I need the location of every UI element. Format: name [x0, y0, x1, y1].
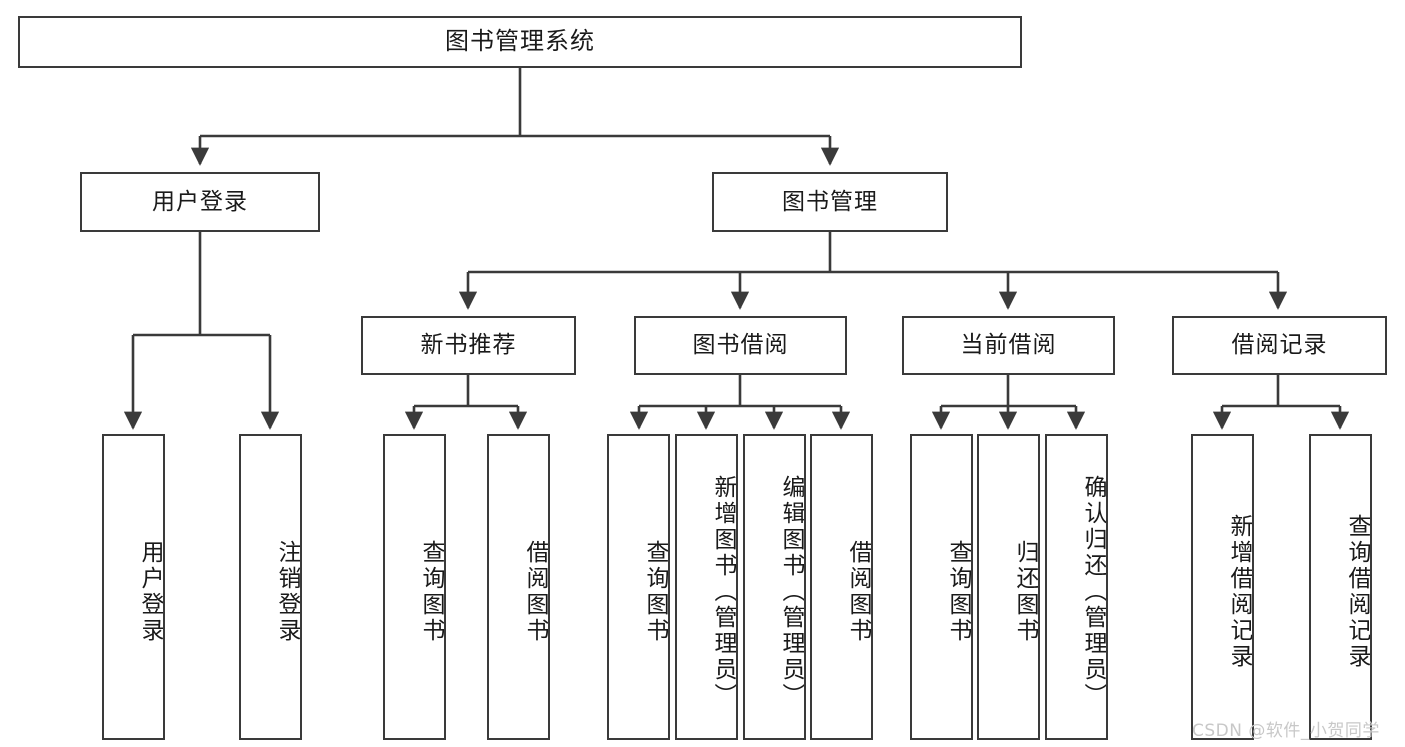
node-label: 用户登录 — [137, 540, 163, 644]
node-label: 归还图书 — [1012, 540, 1038, 644]
leaf-borrow-add-book-admin[interactable]: 新增图书（管理员） — [675, 434, 738, 740]
leaf-borrow-borrow-book[interactable]: 借阅图书 — [810, 434, 873, 740]
node-label: 借阅图书 — [522, 540, 548, 644]
node-label: 当前借阅 — [960, 332, 1057, 359]
node-label: 查询图书 — [642, 540, 668, 644]
leaf-recommend-borrow-book[interactable]: 借阅图书 — [487, 434, 550, 740]
node-label: 查询借阅记录 — [1344, 514, 1370, 670]
node-label: 图书管理系统 — [445, 27, 595, 56]
node-current-borrow[interactable]: 当前借阅 — [902, 316, 1115, 375]
leaf-current-query-book[interactable]: 查询图书 — [910, 434, 973, 740]
node-label: 查询图书 — [945, 540, 971, 644]
leaf-record-query-record[interactable]: 查询借阅记录 — [1309, 434, 1372, 740]
node-label: 新书推荐 — [420, 332, 517, 359]
node-label: 借阅记录 — [1231, 332, 1328, 359]
node-root-book-management-system[interactable]: 图书管理系统 — [18, 16, 1022, 68]
leaf-record-add-record[interactable]: 新增借阅记录 — [1191, 434, 1254, 740]
node-borrow-record[interactable]: 借阅记录 — [1172, 316, 1387, 375]
leaf-user-login-login[interactable]: 用户登录 — [102, 434, 165, 740]
node-book-management[interactable]: 图书管理 — [712, 172, 948, 232]
node-label: 图书借阅 — [692, 332, 789, 359]
leaf-current-confirm-return-admin[interactable]: 确认归还（管理员） — [1045, 434, 1108, 740]
csdn-watermark: CSDN @软件_小贺同学 — [1192, 721, 1380, 741]
node-user-login[interactable]: 用户登录 — [80, 172, 320, 232]
leaf-borrow-query-book[interactable]: 查询图书 — [607, 434, 670, 740]
leaf-user-login-logout[interactable]: 注销登录 — [239, 434, 302, 740]
leaf-borrow-edit-book-admin[interactable]: 编辑图书（管理员） — [743, 434, 806, 740]
node-label: 新增图书（管理员） — [710, 475, 736, 709]
node-label: 编辑图书（管理员） — [778, 475, 804, 709]
node-label: 新增借阅记录 — [1226, 514, 1252, 670]
node-label: 查询图书 — [418, 540, 444, 644]
node-label: 确认归还（管理员） — [1080, 475, 1106, 709]
node-book-borrow[interactable]: 图书借阅 — [634, 316, 847, 375]
node-new-book-recommend[interactable]: 新书推荐 — [361, 316, 576, 375]
node-label: 图书管理 — [782, 188, 878, 215]
leaf-recommend-query-book[interactable]: 查询图书 — [383, 434, 446, 740]
node-label: 注销登录 — [274, 540, 300, 644]
node-label: 用户登录 — [152, 188, 248, 215]
node-label: 借阅图书 — [845, 540, 871, 644]
leaf-current-return-book[interactable]: 归还图书 — [977, 434, 1040, 740]
